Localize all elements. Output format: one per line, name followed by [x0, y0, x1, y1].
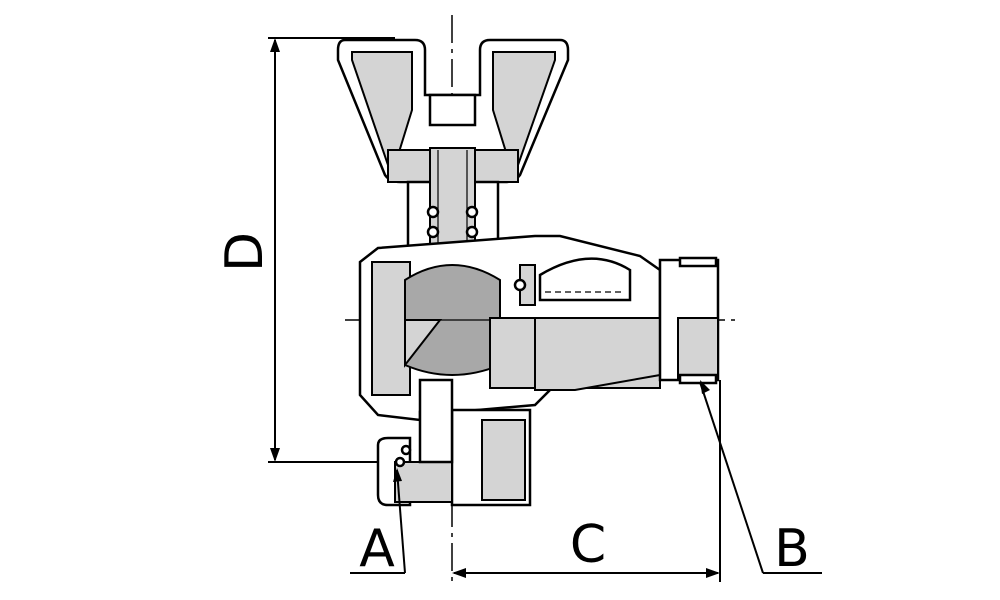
label-a: A [359, 519, 395, 579]
outlet-union-b [658, 256, 720, 385]
label-d: D [215, 232, 275, 272]
bottom-hex-nut [450, 408, 532, 507]
leader-a: A [350, 468, 406, 579]
valve-body [358, 234, 662, 422]
inlet-connection-a [376, 378, 454, 507]
label-c: C [570, 515, 606, 575]
valve-stem [406, 147, 500, 271]
label-b: B [774, 519, 810, 579]
dimension-c: C [452, 380, 721, 582]
dimension-d: D [215, 37, 402, 463]
leader-b: B [699, 380, 822, 579]
